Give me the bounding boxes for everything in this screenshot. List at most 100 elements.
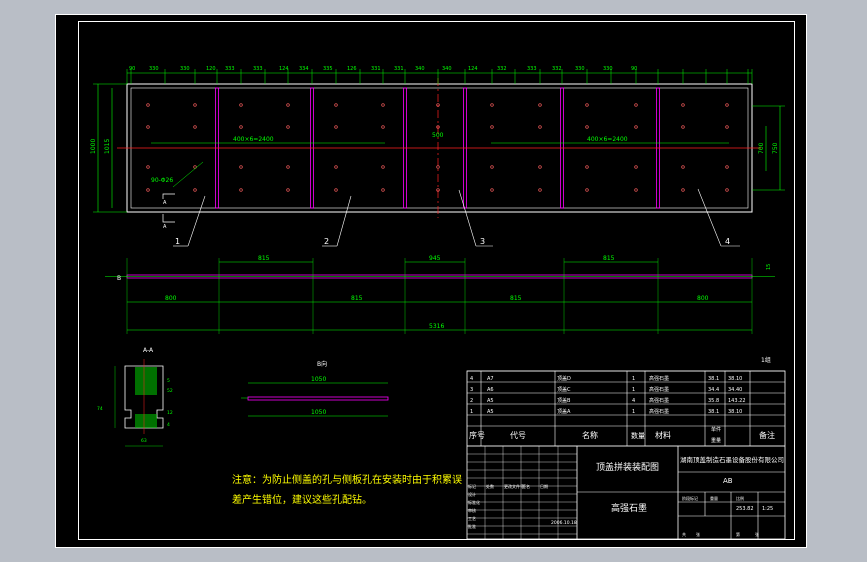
detail-plate	[247, 396, 389, 401]
hole	[538, 165, 542, 169]
section-title: A-A	[143, 347, 154, 354]
callout-2: 2	[324, 237, 329, 246]
dim-spacing-left: 400×6=2400	[233, 136, 274, 143]
section-profile	[124, 365, 164, 429]
elevation-view: B 815 945 815 800 815 815 800 5316	[105, 255, 775, 334]
top-dim-label: 330	[603, 66, 613, 72]
bom-cell-total: 34.40	[728, 387, 742, 393]
top-dim-label: 331	[394, 66, 404, 72]
bom-cell-name: 顶盖A	[557, 408, 571, 415]
hole	[239, 103, 243, 107]
tb-small-label: 张	[755, 531, 759, 537]
hole	[381, 165, 385, 169]
top-dim-label: 333	[253, 66, 263, 72]
hole	[193, 103, 197, 107]
part-callouts: 1 2 3 4	[173, 188, 740, 247]
tb-small-label: 批准	[468, 523, 476, 529]
bom-cell-code: A7	[487, 376, 494, 382]
detail-title: B向	[317, 360, 327, 368]
dim-height-inner: 1015	[104, 139, 111, 154]
bom-cell-material: 高强石墨	[649, 375, 669, 382]
hole	[193, 188, 197, 192]
hole	[239, 125, 243, 129]
bom-cell-no: 2	[470, 398, 473, 404]
bom-cell-name: 顶盖B	[557, 397, 571, 404]
bom-cell-no: 3	[470, 387, 473, 393]
hole	[490, 103, 494, 107]
title-block-grid	[467, 445, 785, 539]
dim-right-a: 700	[758, 142, 765, 154]
tb-drawing-code: AB	[723, 477, 733, 485]
section-dim: 5	[167, 378, 170, 384]
section-dim: 63	[141, 438, 147, 444]
tb-small-label: 设计	[468, 491, 476, 497]
inner-border	[78, 21, 795, 540]
hole	[634, 165, 638, 169]
hole	[146, 165, 150, 169]
section-dim: 52	[167, 388, 173, 394]
top-dim-label: 90	[129, 66, 135, 72]
bom-header-qty: 数量	[631, 431, 645, 440]
tb-material: 高强石墨	[611, 502, 647, 514]
top-dim-label: 330	[149, 66, 159, 72]
hole	[725, 165, 729, 169]
bom-header-code: 代号	[510, 430, 526, 440]
outer-border	[55, 14, 807, 548]
hole	[381, 103, 385, 107]
top-dim-label: 330	[575, 66, 585, 72]
hole	[634, 103, 638, 107]
tb-small-label: 重量	[710, 495, 718, 501]
callout-4: 4	[725, 237, 730, 246]
top-dim-label: 334	[299, 66, 309, 72]
callout-3: 3	[480, 237, 485, 246]
note-line-1: 注意：为防止侧盖的孔与侧板孔在安装时由于积累误	[232, 475, 462, 486]
hole	[585, 125, 589, 129]
hole	[634, 188, 638, 192]
hole	[681, 188, 685, 192]
tb-weight: 253.82	[736, 506, 754, 512]
tb-small-label: 比例	[736, 495, 744, 501]
bom-cell-no: 1	[470, 409, 473, 415]
hole	[146, 103, 150, 107]
hole	[725, 103, 729, 107]
section-dim: 74	[97, 406, 103, 412]
bom-cell-qty: 1	[632, 376, 635, 382]
tb-small-label: 标准化	[468, 499, 480, 505]
hole	[538, 188, 542, 192]
tb-date: 2006.10.18	[551, 520, 577, 526]
bom-cell-no: 4	[470, 376, 473, 382]
hole	[239, 165, 243, 169]
bom-corner-label: 1组	[761, 356, 771, 364]
hole	[146, 188, 150, 192]
callout-4-leader	[697, 188, 722, 247]
bom-cell-code: A6	[487, 387, 494, 393]
bom-header-material: 材料	[655, 430, 671, 440]
section-mark-lower	[162, 214, 175, 223]
top-dim-label: 124	[279, 66, 289, 72]
elevation-top-dims: 815 945 815	[219, 255, 658, 263]
section-hatch-bottom	[135, 414, 157, 428]
top-dim-label: 124	[468, 66, 478, 72]
tb-small-label: 第	[736, 531, 740, 537]
elev-gap-3: 815	[603, 255, 615, 262]
top-dim-label: 330	[180, 66, 190, 72]
dim-spacing-right: 400×6=2400	[587, 136, 628, 143]
tb-scale: 1:25	[762, 506, 773, 512]
dim-right-b: 750	[772, 142, 779, 154]
tb-small-label: 工艺	[468, 516, 476, 521]
hole	[286, 103, 290, 107]
bom-cell-total: 143.22	[728, 398, 746, 404]
section-dim: 12	[167, 410, 173, 416]
section-hatch-top	[135, 367, 157, 395]
callout-1: 1	[175, 237, 180, 246]
assembly-note: 注意：为防止侧盖的孔与侧板孔在安装时由于积累误 差产生错位，建议这些孔配钻。	[232, 471, 462, 511]
elev-gap-2: 945	[429, 255, 441, 262]
section-dim: 4	[167, 422, 170, 428]
bom-cell-material: 高强石墨	[649, 408, 669, 415]
title-block-small-labels: 标记处数更改文件号签名日期设计标准化审核工艺批准阶段标记重量比例共张第张	[468, 483, 759, 537]
hole	[585, 103, 589, 107]
top-dim-label: 340	[442, 66, 452, 72]
